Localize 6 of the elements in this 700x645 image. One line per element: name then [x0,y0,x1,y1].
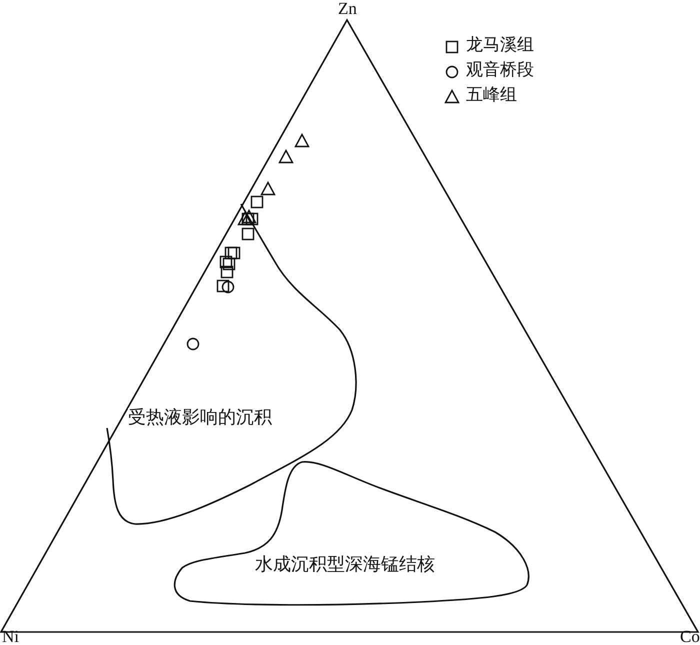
region-label: 水成沉积型深海锰结核 [255,555,435,575]
region-label: 受热液影响的沉积 [128,408,272,428]
vertex-label: Zn [338,0,357,17]
legend-label: 五峰组 [466,86,517,105]
legend-label: 龙马溪组 [466,36,534,55]
legend-label: 观音桥段 [466,61,534,80]
